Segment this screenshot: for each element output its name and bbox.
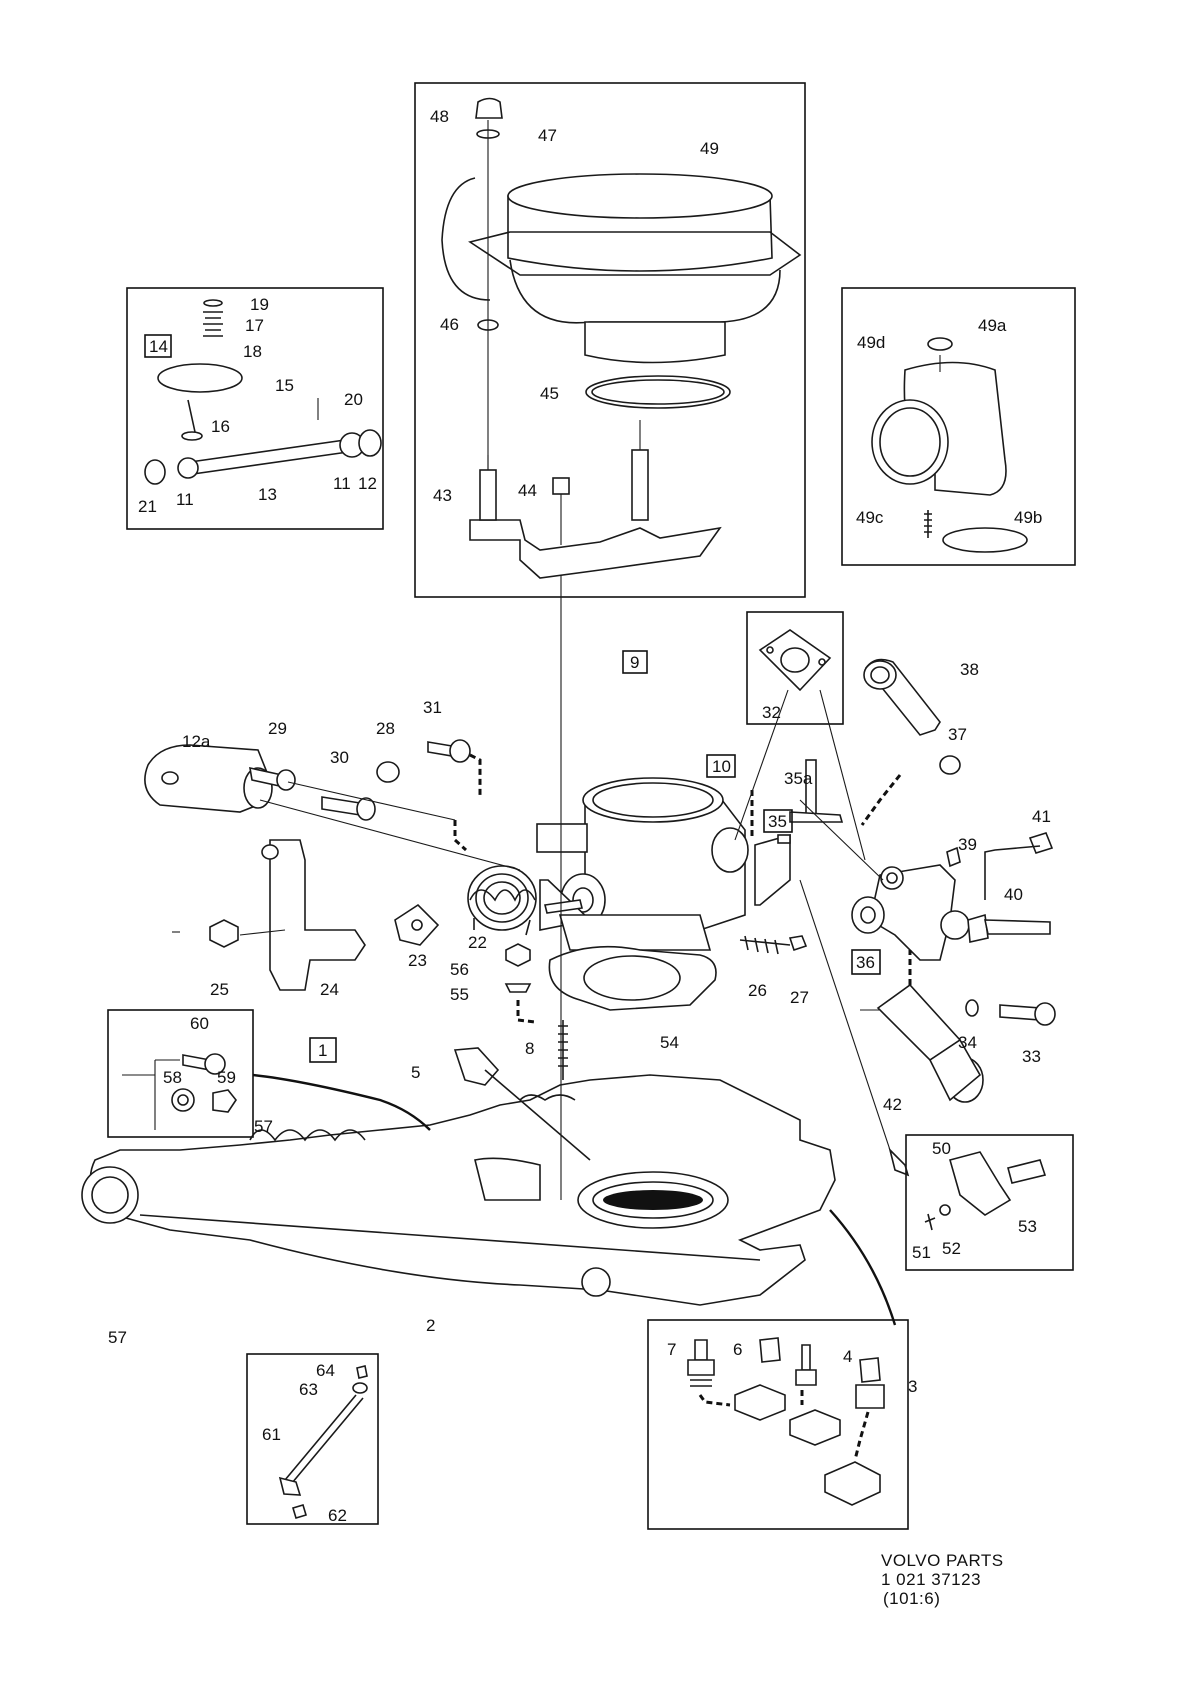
part-label: 22 bbox=[468, 933, 487, 952]
part-label: 13 bbox=[258, 485, 277, 504]
part-label: 35a bbox=[784, 769, 813, 788]
part-label: 43 bbox=[433, 486, 452, 505]
part-label: 28 bbox=[376, 719, 395, 738]
part-label: 49 bbox=[700, 139, 719, 158]
part-label: 25 bbox=[210, 980, 229, 999]
part-label: 44 bbox=[518, 481, 537, 500]
part-label: 34 bbox=[958, 1033, 977, 1052]
box-numbers: 14 9 10 35 36 1 bbox=[144, 334, 881, 1063]
part-label: 19 bbox=[250, 295, 269, 314]
part-label: 5 bbox=[411, 1063, 420, 1082]
footer-line-1: VOLVO PARTS bbox=[881, 1551, 1004, 1570]
part-label: 6 bbox=[733, 1340, 742, 1359]
part-label: 2 bbox=[426, 1316, 435, 1335]
part-label: 26 bbox=[748, 981, 767, 1000]
part-label: 51 bbox=[912, 1243, 931, 1262]
part-label: 7 bbox=[667, 1340, 676, 1359]
part-label: 24 bbox=[320, 980, 339, 999]
part-label: 53 bbox=[1018, 1217, 1037, 1236]
part-label: 41 bbox=[1032, 807, 1051, 826]
intake-manifold bbox=[81, 1047, 897, 1326]
bolt-set-detail bbox=[122, 1053, 237, 1130]
part-label: 48 bbox=[430, 107, 449, 126]
part-label: 31 bbox=[423, 698, 442, 717]
part-label: 12 bbox=[358, 474, 377, 493]
elbow-inset-frame bbox=[841, 287, 1076, 566]
fittings-detail bbox=[687, 1337, 885, 1506]
bolt-set-inset-frame bbox=[107, 1009, 254, 1138]
gasket-32-frame bbox=[746, 611, 844, 725]
part-label: 47 bbox=[538, 126, 557, 145]
bracket-detail bbox=[924, 1151, 1047, 1231]
box-number-label: 36 bbox=[856, 953, 875, 972]
part-label: 57 bbox=[254, 1117, 273, 1136]
part-label: 60 bbox=[190, 1014, 209, 1033]
part-label: 55 bbox=[450, 985, 469, 1004]
part-labels: 48 47 49 46 45 43 44 19 17 18 15 16 20 2… bbox=[108, 107, 1051, 1525]
part-label: 30 bbox=[330, 748, 349, 767]
part-label: 8 bbox=[525, 1039, 534, 1058]
air-cleaner-assembly bbox=[441, 97, 802, 820]
part-label: 15 bbox=[275, 376, 294, 395]
part-label: 11 bbox=[176, 490, 194, 509]
part-label: 61 bbox=[262, 1425, 281, 1444]
box-number-label: 14 bbox=[149, 337, 168, 356]
footer-line-3: (101:6) bbox=[883, 1589, 940, 1608]
bracket-inset-frame bbox=[905, 1134, 1074, 1271]
part-label: 4 bbox=[843, 1347, 852, 1366]
part-label: 38 bbox=[960, 660, 979, 679]
part-label: 58 bbox=[163, 1068, 182, 1087]
part-label: 21 bbox=[138, 497, 157, 516]
part-label: 11 bbox=[333, 474, 351, 493]
gasket-32 bbox=[758, 629, 832, 692]
throttle-detail-inset-frame bbox=[126, 287, 384, 530]
part-label: 16 bbox=[211, 417, 230, 436]
part-label: 45 bbox=[540, 384, 559, 403]
part-label: 49b bbox=[1014, 508, 1042, 527]
rod-detail bbox=[278, 1365, 368, 1519]
part-label: 54 bbox=[660, 1033, 679, 1052]
part-label: 62 bbox=[328, 1506, 347, 1525]
part-label: 56 bbox=[450, 960, 469, 979]
part-label: 57 bbox=[108, 1328, 127, 1347]
part-label: 33 bbox=[1022, 1047, 1041, 1066]
part-label: 18 bbox=[243, 342, 262, 361]
part-label: 23 bbox=[408, 951, 427, 970]
rod-inset-frame bbox=[246, 1353, 379, 1525]
part-label: 20 bbox=[344, 390, 363, 409]
box-number-label: 35 bbox=[768, 812, 787, 831]
part-label: 49d bbox=[857, 333, 885, 352]
throttle-body-assembly bbox=[144, 658, 1056, 1177]
part-label: 27 bbox=[790, 988, 809, 1007]
part-label: 37 bbox=[948, 725, 967, 744]
air-cleaner-inset-frame bbox=[414, 82, 806, 598]
part-label: 63 bbox=[299, 1380, 318, 1399]
throttle-shaft-detail bbox=[144, 299, 382, 485]
part-label: 12a bbox=[182, 732, 211, 751]
box-number-label: 10 bbox=[712, 757, 731, 776]
part-label: 46 bbox=[440, 315, 459, 334]
part-label: 64 bbox=[316, 1361, 335, 1380]
part-label: 17 bbox=[245, 316, 264, 335]
box-number-label: 1 bbox=[318, 1041, 327, 1060]
part-label: 49a bbox=[978, 316, 1007, 335]
part-label: 52 bbox=[942, 1239, 961, 1258]
part-label: 32 bbox=[762, 703, 781, 722]
part-label: 42 bbox=[883, 1095, 902, 1114]
fittings-inset-frame bbox=[647, 1319, 909, 1530]
part-label: 39 bbox=[958, 835, 977, 854]
footer-line-2: 1 021 37123 bbox=[881, 1570, 981, 1589]
part-label: 50 bbox=[932, 1139, 951, 1158]
footer: VOLVO PARTS 1 021 37123 (101:6) bbox=[881, 1551, 1004, 1608]
water-elbow-detail bbox=[871, 337, 1028, 553]
part-label: 29 bbox=[268, 719, 287, 738]
part-label: 59 bbox=[217, 1068, 236, 1087]
part-label: 3 bbox=[908, 1377, 917, 1396]
part-label: 49c bbox=[856, 508, 884, 527]
part-label: 40 bbox=[1004, 885, 1023, 904]
box-number-label: 9 bbox=[630, 653, 639, 672]
